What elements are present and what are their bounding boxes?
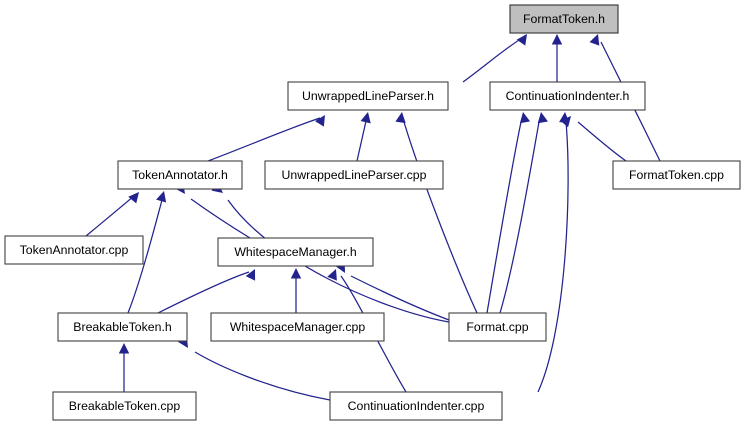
- graph-node-continuation_indenter_cpp[interactable]: ContinuationIndenter.cpp: [329, 391, 503, 421]
- graph-edge-arrowhead: [551, 34, 563, 45]
- node-box[interactable]: [217, 237, 374, 267]
- graph-edge: [462, 36, 525, 83]
- graph-edge: [486, 121, 522, 314]
- graph-node-breakable_token_h[interactable]: BreakableToken.h: [57, 312, 188, 342]
- graph-edge-arrowhead: [360, 112, 371, 124]
- node-label: ContinuationIndenter.h: [506, 89, 630, 103]
- graph-edge: [537, 121, 569, 393]
- node-label: FormatToken.h: [523, 12, 605, 26]
- graph-edges: [85, 34, 661, 401]
- graph-edge-arrowhead: [327, 269, 337, 281]
- graph-edge-arrowhead: [395, 112, 406, 124]
- graph-node-whitespace_manager_cpp[interactable]: WhitespaceManager.cpp: [210, 312, 385, 342]
- node-box[interactable]: [329, 391, 503, 421]
- node-box[interactable]: [612, 160, 741, 190]
- node-box[interactable]: [52, 391, 197, 421]
- node-label: BreakableToken.cpp: [69, 399, 181, 413]
- graph-edge: [194, 351, 331, 401]
- graph-edge: [577, 121, 627, 162]
- graph-edge-arrowhead: [118, 343, 130, 354]
- graph-node-format_token_h[interactable]: FormatToken.h: [509, 4, 619, 34]
- graph-node-format_cpp[interactable]: Format.cpp: [448, 312, 547, 342]
- graph-edge-arrowhead: [519, 112, 531, 124]
- graph-edge: [403, 121, 478, 314]
- graph-edge: [356, 120, 367, 162]
- node-label: ContinuationIndenter.cpp: [348, 399, 485, 413]
- graph-node-breakable_token_cpp[interactable]: BreakableToken.cpp: [52, 391, 197, 421]
- node-box[interactable]: [4, 235, 144, 265]
- graph-node-format_token_cpp[interactable]: FormatToken.cpp: [612, 160, 741, 190]
- node-box[interactable]: [489, 81, 646, 111]
- graph-edge: [190, 198, 251, 239]
- graph-edge-arrowhead: [128, 192, 139, 204]
- node-label: Format.cpp: [466, 320, 528, 334]
- graph-edge: [350, 275, 450, 321]
- graph-edge: [127, 199, 163, 314]
- graph-edge-arrowhead: [589, 34, 600, 46]
- node-box[interactable]: [509, 4, 619, 34]
- graph-edge-arrowhead: [537, 112, 548, 124]
- node-label: TokenAnnotator.cpp: [20, 243, 129, 257]
- graph-edge-arrowhead: [156, 191, 167, 203]
- node-label: FormatToken.cpp: [629, 168, 724, 182]
- node-label: WhitespaceManager.h: [234, 245, 357, 259]
- node-label: TokenAnnotator.h: [132, 168, 228, 182]
- graph-node-whitespace_manager_h[interactable]: WhitespaceManager.h: [217, 237, 374, 267]
- node-label: BreakableToken.h: [73, 320, 172, 334]
- graph-node-continuation_indenter_h[interactable]: ContinuationIndenter.h: [489, 81, 646, 111]
- graph-edge: [499, 121, 540, 314]
- node-box[interactable]: [264, 160, 444, 190]
- node-box[interactable]: [287, 81, 449, 111]
- graph-node-unwrapped_line_parser_cpp[interactable]: UnwrappedLineParser.cpp: [264, 160, 444, 190]
- graph-edge-arrowhead: [315, 115, 325, 127]
- graph-edge: [207, 117, 321, 162]
- node-box[interactable]: [57, 312, 188, 342]
- node-box[interactable]: [448, 312, 547, 342]
- graph-edge: [157, 271, 250, 314]
- node-label: UnwrappedLineParser.cpp: [282, 168, 427, 182]
- graph-node-token_annotator_h[interactable]: TokenAnnotator.h: [117, 160, 243, 190]
- graph-edge: [85, 195, 135, 237]
- node-label: WhitespaceManager.cpp: [230, 320, 366, 334]
- node-box[interactable]: [117, 160, 243, 190]
- graph-edge-arrowhead: [290, 268, 302, 279]
- graph-node-token_annotator_cpp[interactable]: TokenAnnotator.cpp: [4, 235, 144, 265]
- node-box[interactable]: [210, 312, 385, 342]
- graph-edge-arrowhead: [245, 269, 256, 281]
- graph-edge-arrowhead: [560, 116, 571, 128]
- graph-edge: [227, 199, 450, 323]
- graph-edge-arrowhead: [516, 34, 527, 46]
- graph-node-unwrapped_line_parser_h[interactable]: UnwrappedLineParser.h: [287, 81, 449, 111]
- node-label: UnwrappedLineParser.h: [302, 89, 434, 103]
